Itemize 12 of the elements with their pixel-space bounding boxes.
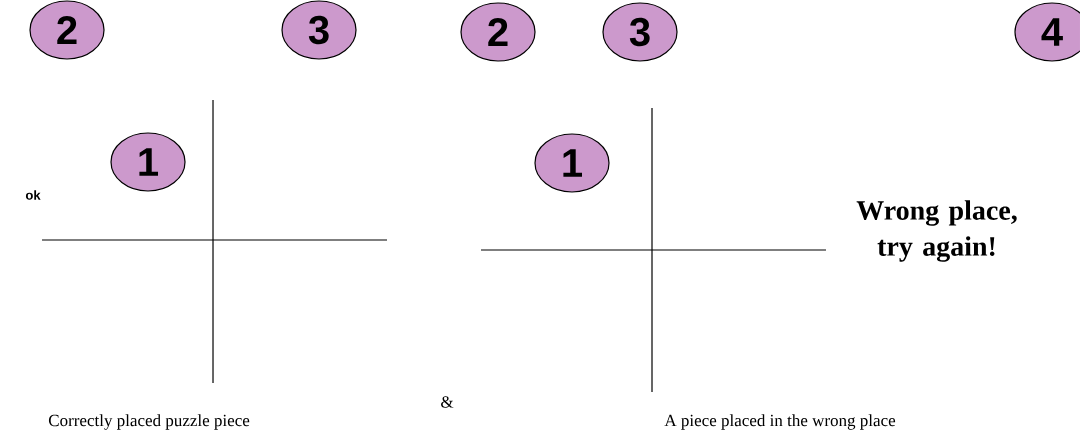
- puzzle-piece: 1: [110, 132, 186, 192]
- puzzle-piece: 2: [29, 0, 105, 60]
- ampersand: &: [441, 396, 454, 408]
- puzzle-piece: 2: [460, 2, 536, 62]
- caption: Correctly placed puzzle piece: [48, 414, 250, 430]
- puzzle-piece: 4: [1014, 2, 1080, 62]
- puzzle-piece: 3: [602, 2, 678, 62]
- short-label: ok: [25, 190, 41, 200]
- puzzle-piece: 3: [281, 0, 357, 60]
- caption: A piece placed in the wrong place: [664, 414, 896, 430]
- puzzle-piece: 1: [534, 133, 610, 193]
- message-text: Wrong place, try again!: [856, 200, 1017, 262]
